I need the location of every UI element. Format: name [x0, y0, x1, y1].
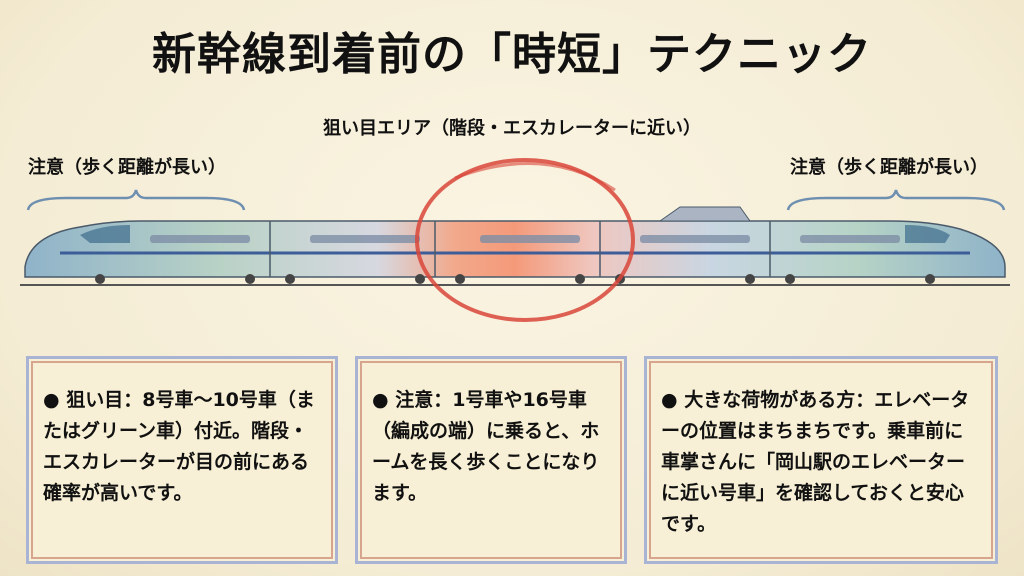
tip-card-luggage: ● 大きな荷物がある方：エレベーターの位置はまちまちです。乗車前に車掌さんに「岡…: [644, 356, 998, 564]
tip-text: 狙い目：8号車〜10号車（またはグリーン車）付近。階段・エスカレーターが目の前に…: [43, 389, 315, 504]
warning-label-right: 注意（歩く距離が長い）: [790, 157, 988, 178]
bullet-icon: ●: [661, 389, 678, 411]
bullet-icon: ●: [372, 389, 389, 411]
bullet-icon: ●: [43, 389, 60, 411]
target-area-label: 狙い目エリア（階段・エスカレーターに近い）: [323, 118, 701, 139]
shinkansen-train-illustration: [20, 206, 1010, 286]
page-title: 新幹線到着前の「時短」テクニック: [152, 29, 872, 80]
tip-text: 大きな荷物がある方：エレベーターの位置はまちまちです。乗車前に車掌さんに「岡山駅…: [661, 389, 970, 535]
warning-label-left: 注意（歩く距離が長い）: [28, 157, 226, 178]
brace-left-icon: [26, 189, 246, 211]
tips-cards: ● 狙い目：8号車〜10号車（またはグリーン車）付近。階段・エスカレーターが目の…: [26, 356, 1000, 564]
tip-card-target: ● 狙い目：8号車〜10号車（またはグリーン車）付近。階段・エスカレーターが目の…: [26, 356, 338, 564]
tip-text: 注意：1号車や16号車（編成の端）に乗ると、ホームを長く歩くことになります。: [372, 389, 600, 504]
target-circle-icon: [415, 158, 635, 322]
tip-card-caution: ● 注意：1号車や16号車（編成の端）に乗ると、ホームを長く歩くことになります。: [355, 356, 627, 564]
brace-right-icon: [786, 189, 1006, 211]
